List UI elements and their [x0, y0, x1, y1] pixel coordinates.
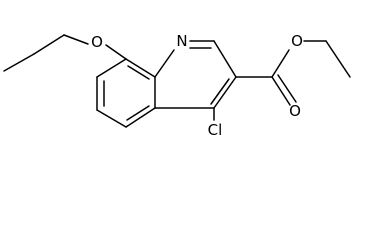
molecule-structure: O N O O Cl	[3, 32, 351, 139]
atom-carbonyl-oxygen: O	[289, 102, 301, 120]
bond-c4a-c5-inner	[126, 105, 150, 121]
bond-ch2-ch3	[325, 40, 351, 78]
atom-nitrogen: N	[176, 32, 187, 50]
bond-propyl-2	[33, 34, 65, 55]
bond-propyl-to-o	[63, 34, 89, 45]
bond-c8-c8a-inner	[127, 65, 150, 80]
bond-c5-c6	[96, 109, 127, 128]
bond-c2-c3	[213, 40, 237, 78]
bond-c7-c8	[96, 58, 127, 78]
bond-carbonyl-o-double-b	[277, 74, 297, 103]
benzo-ring	[96, 58, 156, 128]
bond-carbonyl-o-double-a	[271, 76, 291, 106]
bond-c8a-n	[154, 49, 175, 78]
atom-ester-oxygen: O	[291, 32, 303, 50]
pyridine-ring	[154, 40, 237, 109]
bond-c8-c8a	[125, 58, 156, 78]
bond-c4a-c5	[125, 107, 156, 128]
bond-c3-c4-inner	[210, 78, 230, 105]
atom-ether-oxygen: O	[91, 33, 103, 51]
bond-carbonyl-ester-o	[271, 49, 290, 78]
bond-o-to-c8	[105, 44, 127, 60]
bond-propyl-1	[3, 53, 35, 72]
bond-c3-c4	[213, 76, 237, 109]
atom-chlorine: Cl	[208, 121, 223, 139]
propoxy-group	[3, 34, 127, 72]
ethyl-ester-group	[235, 40, 351, 106]
